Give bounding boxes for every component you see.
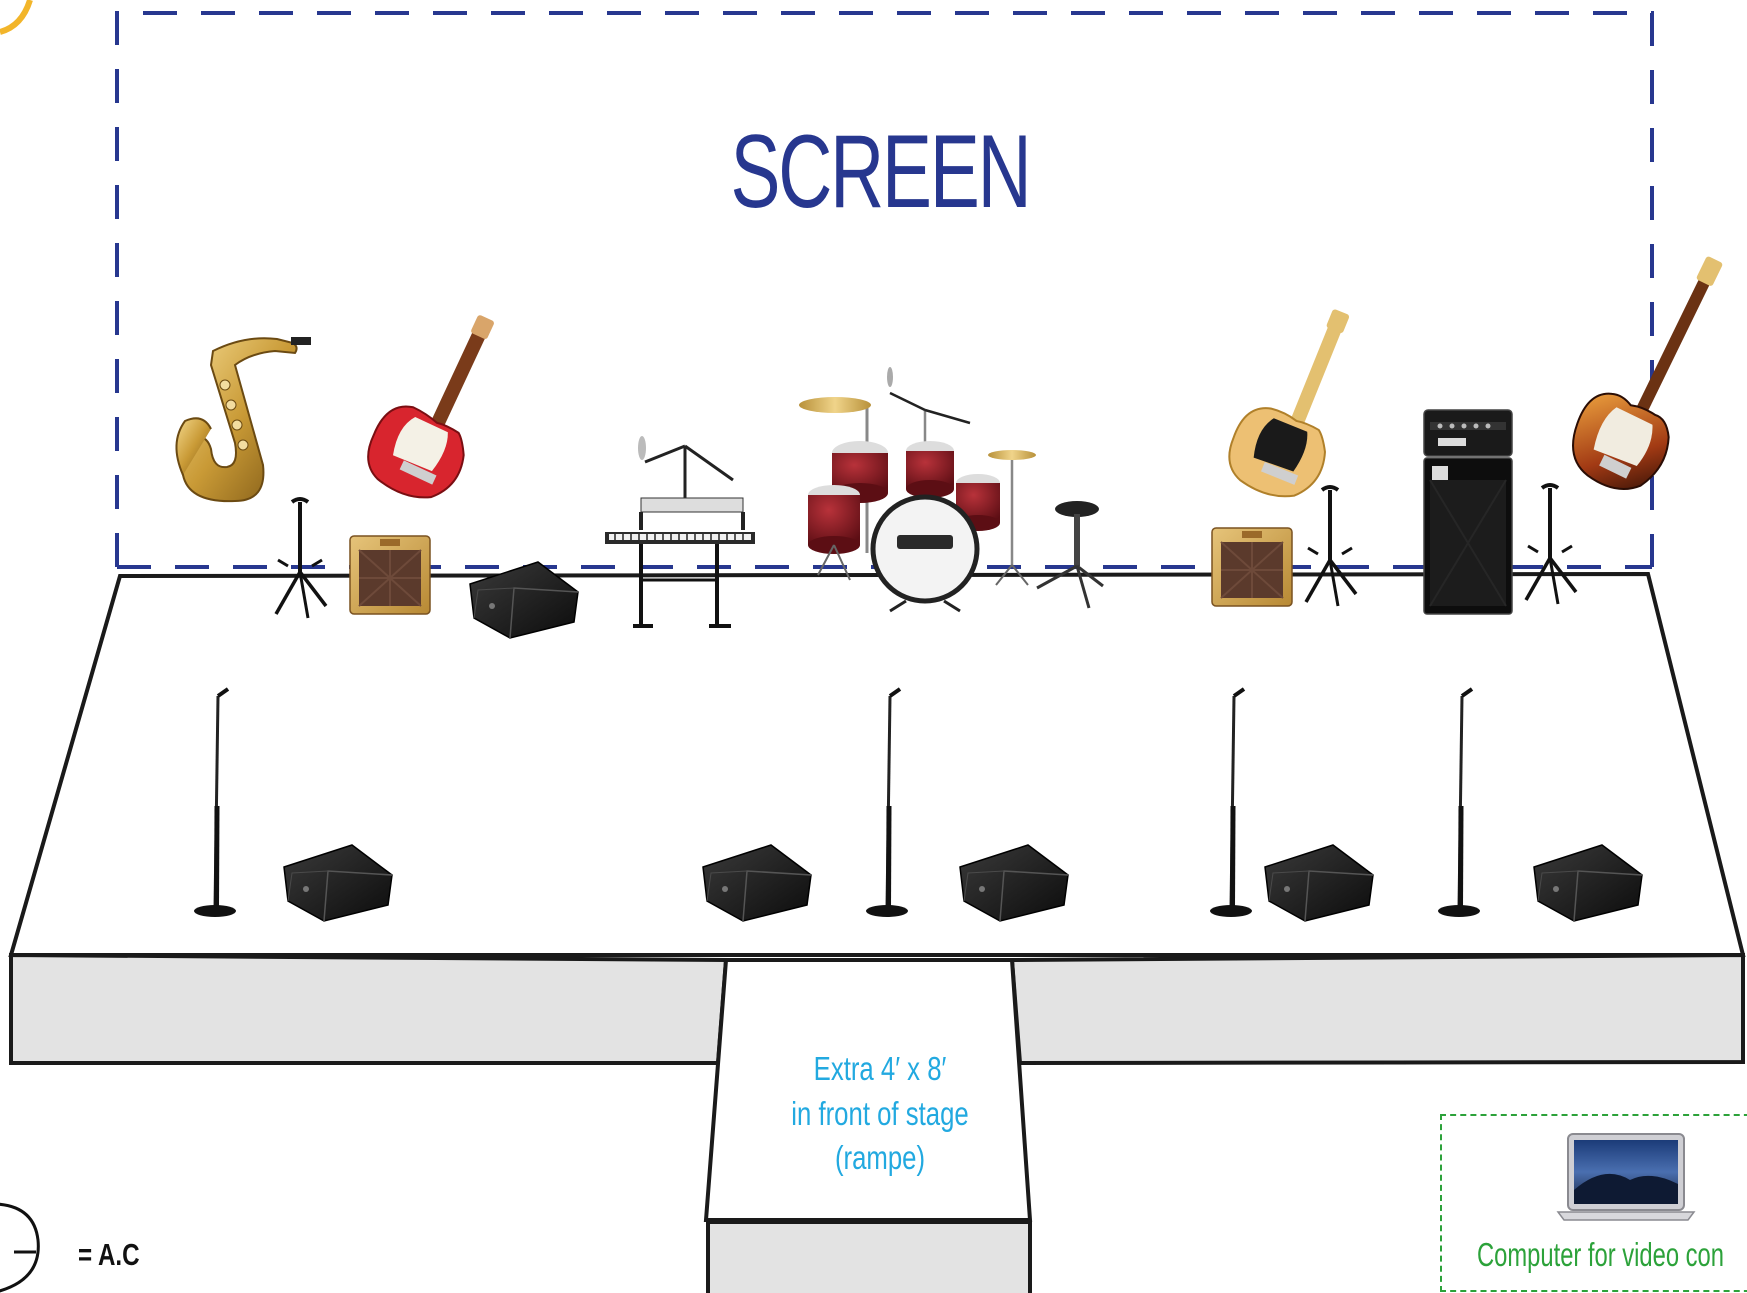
guitar-amp [1212, 528, 1292, 606]
ac-outlet-icon [0, 1204, 38, 1292]
guitar-amp [350, 536, 430, 614]
ramp-front [708, 1222, 1030, 1293]
bass-amp [1424, 410, 1512, 614]
electric-guitar-natural [1219, 292, 1379, 510]
ramp-label-line: (rampe) [751, 1136, 1008, 1181]
ramp-label: Extra 4′ x 8′ in front of stage (rampe) [751, 1047, 1008, 1181]
ac-legend-label: = A.C [78, 1237, 140, 1273]
stage-front-left [11, 955, 726, 1063]
electric-guitar-red [356, 296, 523, 512]
ramp-label-line: Extra 4′ x 8′ [751, 1047, 1008, 1092]
corner-badge [0, 0, 30, 32]
screen-label: SCREEN [714, 120, 1045, 224]
saxophone [176, 337, 311, 501]
computer-label: Computer for video con [1477, 1236, 1724, 1274]
ramp-label-line: in front of stage [751, 1092, 1008, 1137]
stage-platform [11, 574, 1743, 955]
stage-front-right [1012, 955, 1743, 1063]
